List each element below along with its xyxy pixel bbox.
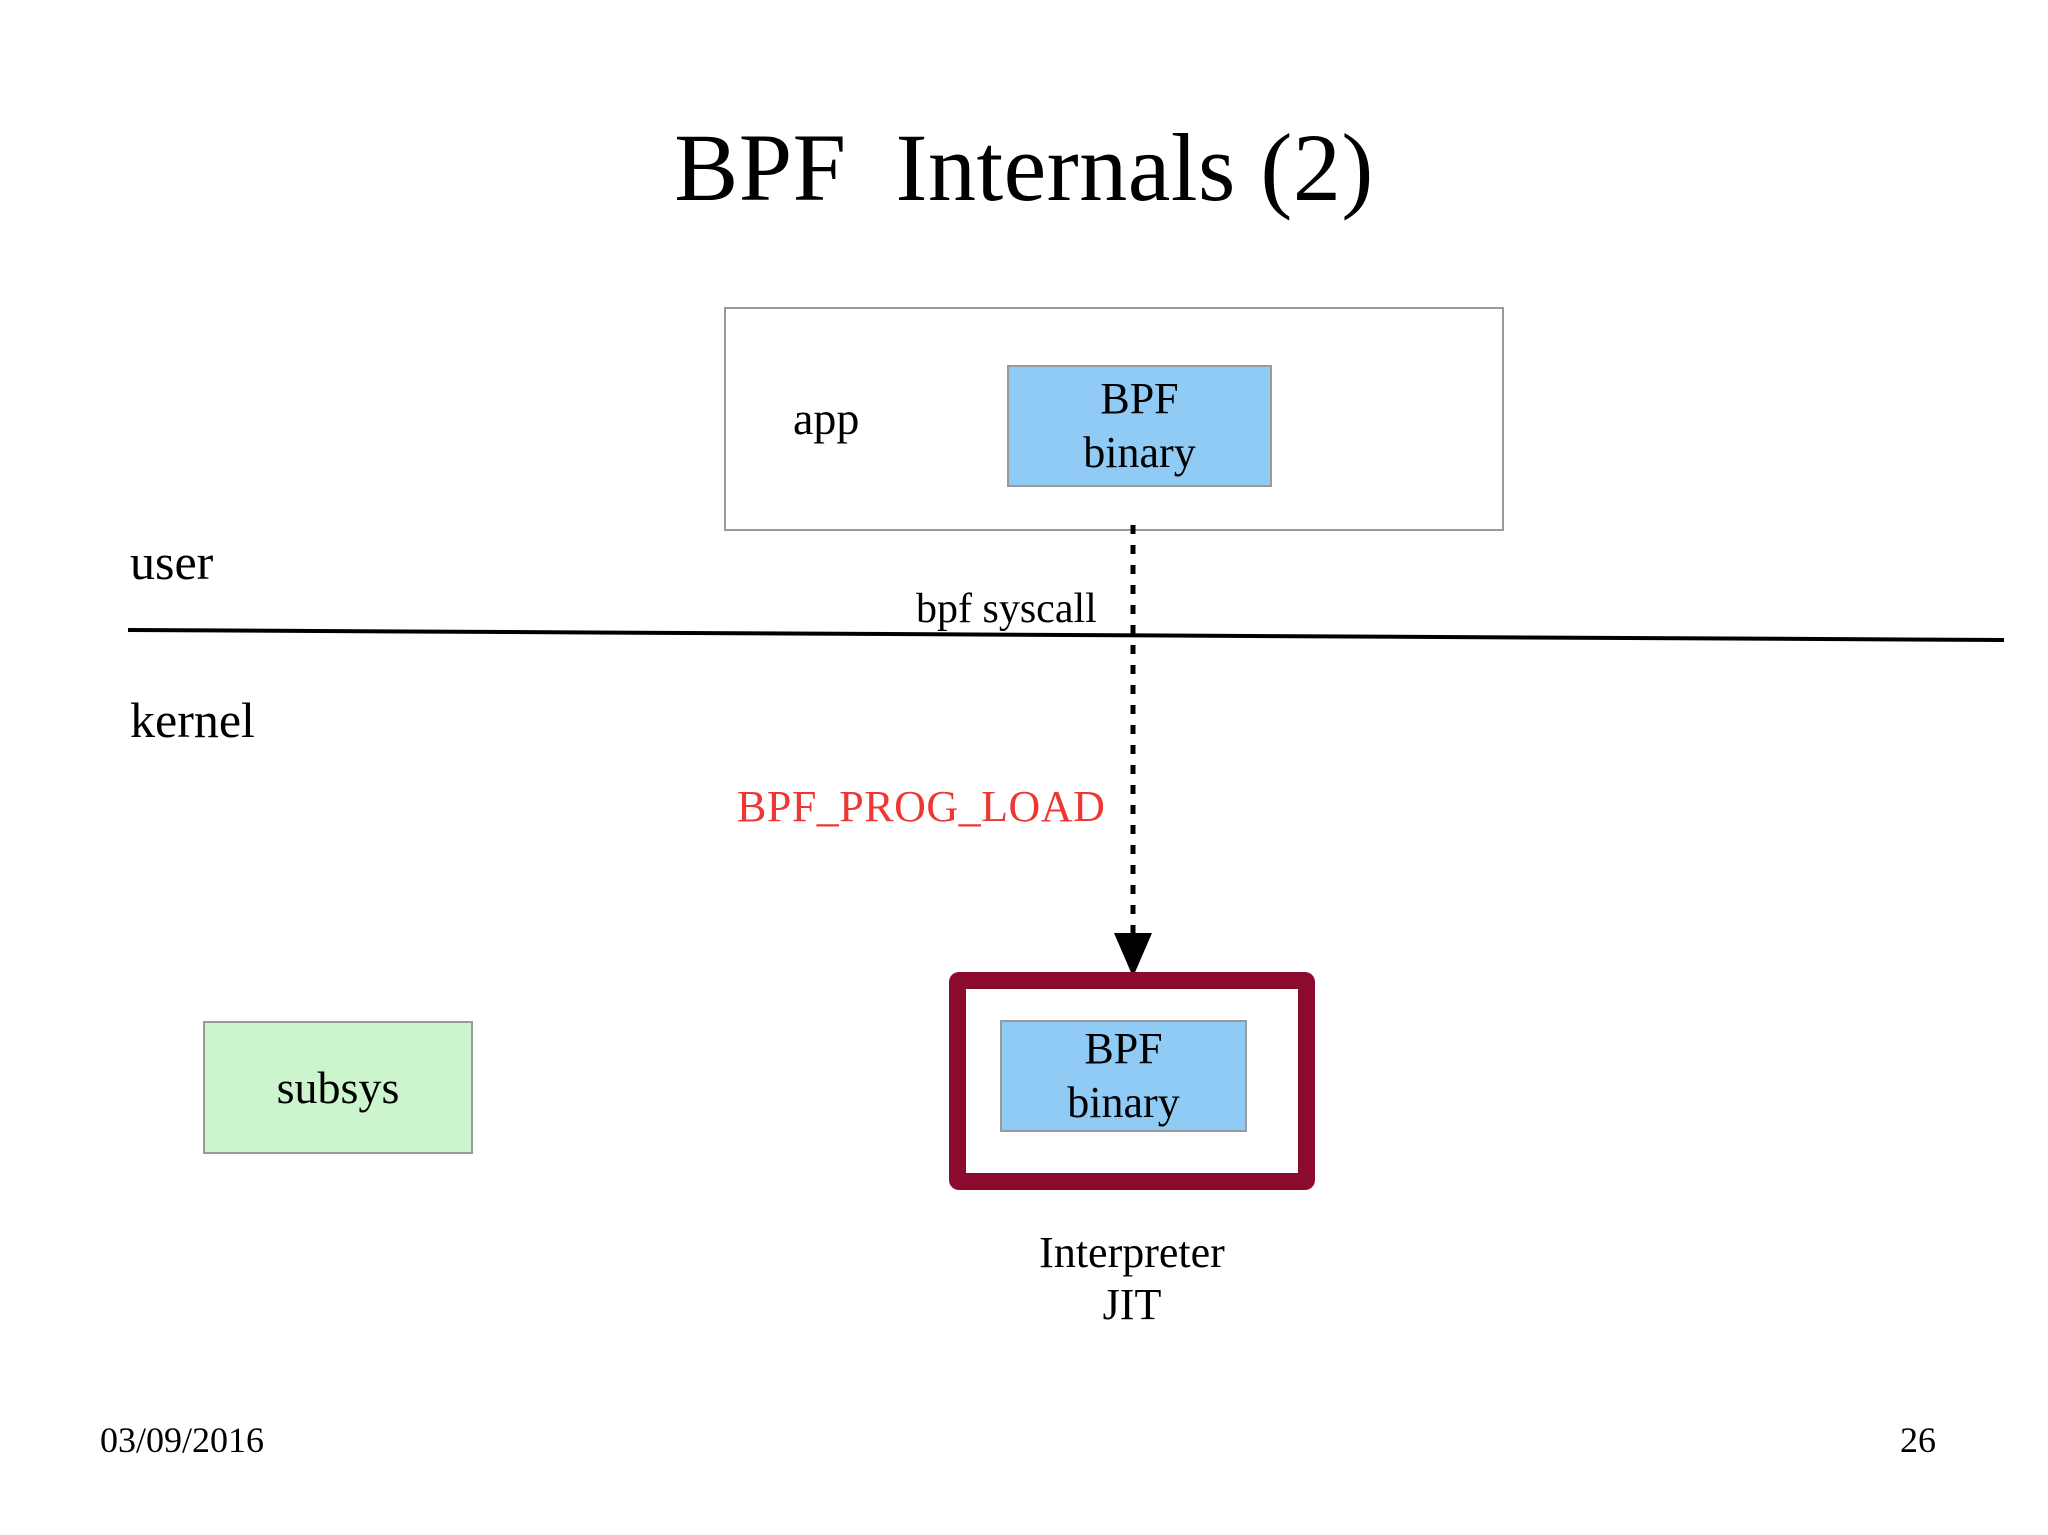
user-ring-label: user <box>130 534 214 590</box>
bpf-prog-load-label: BPF_PROG_LOAD <box>737 782 1106 831</box>
subsys-box: subsys <box>203 1021 473 1154</box>
app-box-label: app <box>793 393 860 444</box>
interpreter-caption-line1: Interpreter <box>1039 1228 1225 1277</box>
bpf-binary-user-line2: binary <box>1083 428 1196 477</box>
bpf-syscall-label: bpf syscall <box>916 586 1097 632</box>
bpf-binary-kernel-box: BPF binary <box>1000 1020 1247 1132</box>
bpf-binary-kernel-line1: BPF <box>1084 1024 1163 1074</box>
interpreter-jit-box <box>949 972 1315 1190</box>
interpreter-caption-line2: JIT <box>1102 1279 1162 1329</box>
bpf-syscall-arrow <box>1114 525 1152 977</box>
footer-page-number: 26 <box>1900 1420 1936 1460</box>
subsys-box-label: subsys <box>276 1062 400 1113</box>
interpreter-jit-caption: Interpreter JIT <box>949 1227 1315 1331</box>
kernel-ring-label: kernel <box>130 692 255 748</box>
bpf-binary-user-line1: BPF <box>1100 374 1179 424</box>
footer-date: 03/09/2016 <box>100 1420 265 1460</box>
user-kernel-boundary-line <box>127 628 2005 642</box>
page-title: BPF Internals (2) <box>674 114 1374 221</box>
bpf-binary-kernel-line2: binary <box>1067 1078 1180 1127</box>
bpf-binary-user-box: BPF binary <box>1007 365 1272 487</box>
